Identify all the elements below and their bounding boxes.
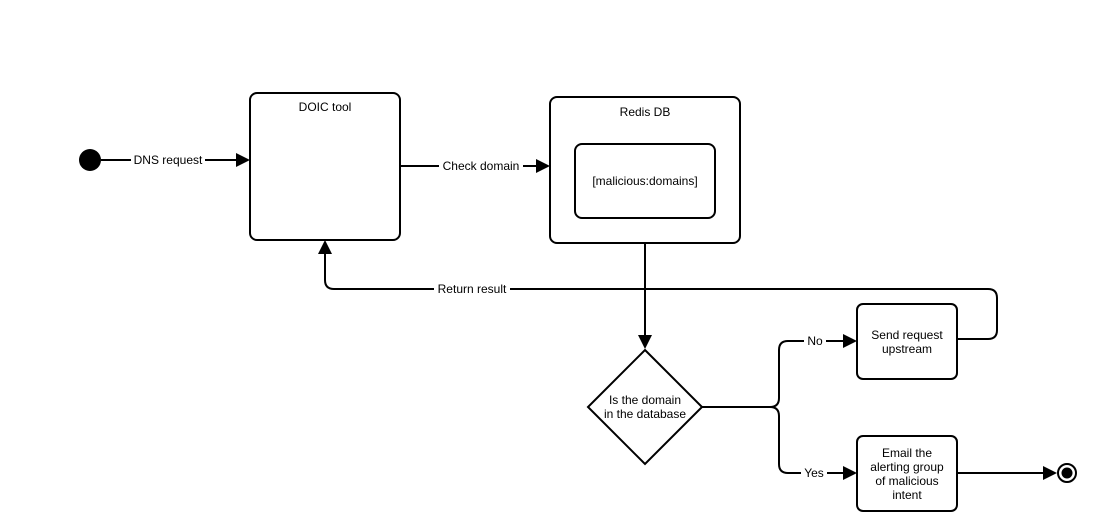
edge-label-yes: Yes — [804, 466, 824, 480]
edge-yes: Yes — [702, 406, 857, 481]
edge-label-dns-request: DNS request — [134, 153, 203, 167]
end-node — [1057, 463, 1077, 483]
decision-label-line-1: Is the domain — [609, 393, 681, 407]
edge-redis-to-decision — [638, 243, 652, 349]
edge-return-result: Return result — [318, 240, 998, 340]
edge-to-end — [957, 466, 1057, 480]
redis-db-label: Redis DB — [620, 105, 671, 119]
edge-dns-request: DNS request — [101, 152, 250, 168]
edge-label-no: No — [807, 334, 823, 348]
email-alert-label-line-1: Email the — [882, 446, 932, 460]
edge-no: No — [702, 333, 857, 408]
email-alert-label-line-4: intent — [892, 488, 922, 502]
email-alert-label-line-3: of malicious — [875, 474, 938, 488]
malicious-domains-node[interactable]: [malicious:domains] — [574, 143, 716, 219]
doic-tool-label: DOIC tool — [299, 100, 352, 114]
doic-tool-node[interactable]: DOIC tool — [249, 92, 401, 241]
decision-node[interactable]: Is the domain in the database — [586, 348, 704, 466]
email-alert-label-line-2: alerting group — [870, 460, 944, 474]
send-upstream-label-line-2: upstream — [882, 342, 932, 356]
malicious-domains-label: [malicious:domains] — [592, 174, 697, 188]
edge-label-return-result: Return result — [438, 282, 507, 296]
redis-db-node[interactable]: Redis DB [malicious:domains] — [549, 96, 741, 244]
decision-label-line-2: in the database — [604, 407, 686, 421]
send-upstream-label-line-1: Send request — [871, 328, 943, 342]
edge-check-domain: Check domain — [400, 158, 550, 174]
email-alert-node[interactable]: Email the alerting group of malicious in… — [856, 435, 958, 512]
start-node — [79, 149, 101, 171]
send-upstream-node[interactable]: Send request upstream — [856, 303, 958, 380]
edge-label-check-domain: Check domain — [443, 159, 520, 173]
